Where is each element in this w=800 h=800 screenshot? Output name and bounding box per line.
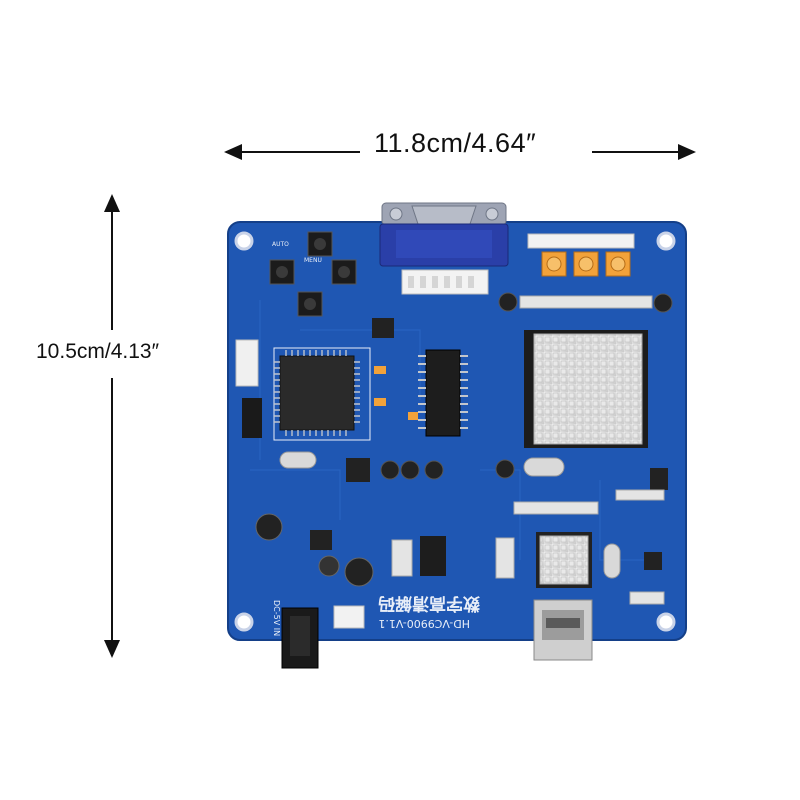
left-header [235,339,259,387]
power-label: DC-5V IN [272,600,281,636]
top-pin-header [527,233,635,249]
qfp-chip [274,350,360,436]
chinese-silkscreen: 数字高清解码 [378,593,480,614]
model-silkscreen: HD-VC9900-V1.1 [378,617,470,630]
trimmer-pots [541,251,631,277]
width-dimension-label: 11.8cm/4.64″ [368,128,543,159]
sop-chip [418,349,468,437]
menu-button-label: MENU [304,257,322,264]
bottom-connector [333,605,365,629]
mounting-hole [656,231,676,251]
tactile-buttons [269,231,357,317]
chip-outline [273,347,371,441]
left-pin-socket [242,398,262,438]
mounting-hole [234,612,254,632]
capacitors [255,292,673,587]
small-heatsink [536,532,592,588]
height-dimension-label: 10.5cm/4.13″ [34,340,162,364]
large-heatsink [524,330,648,448]
hdmi-connector [533,599,593,661]
auto-button-label: AUTO [272,241,289,248]
small-components [279,295,668,605]
vga-connector [379,202,509,267]
mounting-hole [656,612,676,632]
dc-power-jack [281,607,319,669]
mounting-hole [234,231,254,251]
